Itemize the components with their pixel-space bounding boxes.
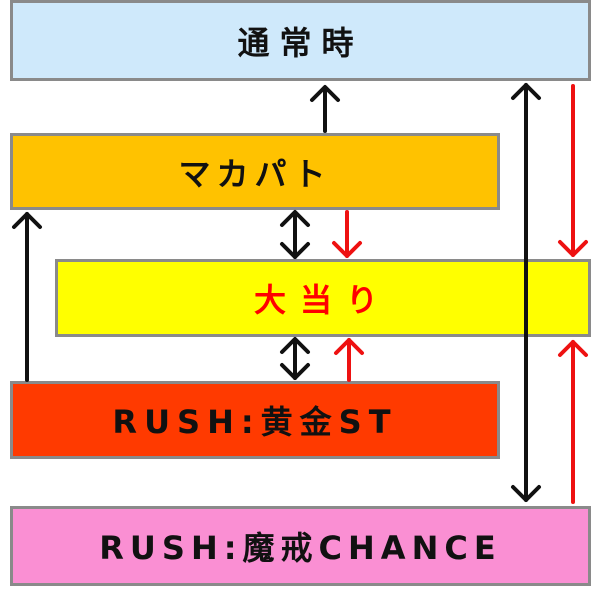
arrow-normal-to-bigwin (558, 84, 588, 257)
state-normal: 通常時 (10, 0, 591, 81)
state-rush-st-label: RUSH:黄金ST (112, 403, 398, 441)
arrow-makapato-to-bigwin (332, 210, 362, 258)
arrow-bigwin-rush-st-black (280, 337, 310, 380)
state-makapato-label: マカパト (178, 154, 332, 193)
state-bigwin-label: 大当り (253, 281, 392, 319)
state-rush-chance-label: RUSH:魔戒CHANCE (99, 529, 502, 567)
arrow-bigwin-makapato-black (280, 210, 310, 259)
state-rush-st: RUSH:黄金ST (10, 381, 500, 459)
state-bigwin: 大当り (55, 259, 591, 337)
arrow-rush-st-to-bigwin (334, 338, 364, 382)
state-makapato: マカパト (10, 133, 500, 210)
arrow-rush-chance-to-bigwin (558, 340, 588, 504)
arrow-makapato-to-normal (310, 85, 340, 133)
arrow-rush-st-to-makapato (12, 212, 42, 382)
state-normal-label: 通常時 (237, 23, 364, 62)
state-rush-chance: RUSH:魔戒CHANCE (10, 506, 591, 586)
